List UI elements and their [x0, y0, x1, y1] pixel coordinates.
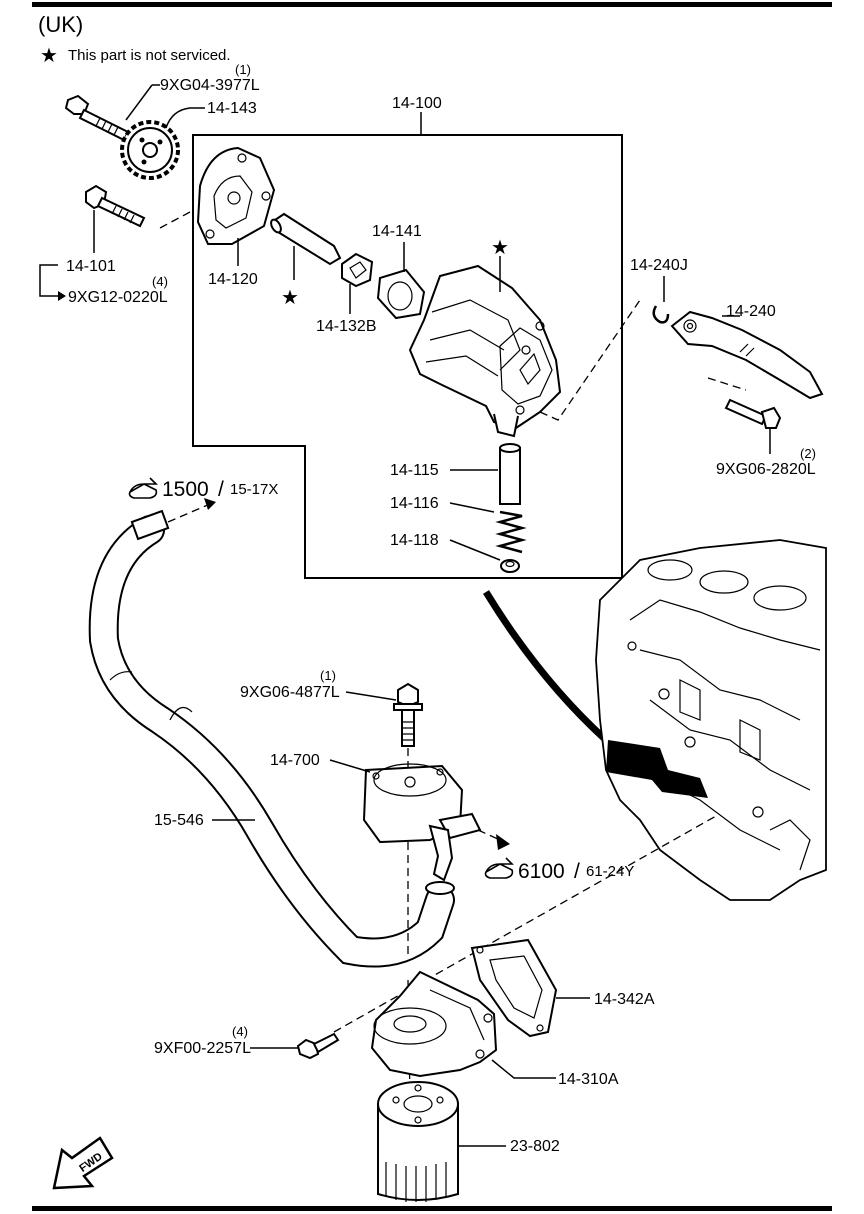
label-15-546: 15-546 — [154, 812, 204, 829]
oil-pump-body-icon — [408, 264, 562, 438]
reference-hand-icon — [128, 477, 158, 499]
oil-filter-body-14-310A-icon — [370, 970, 498, 1078]
top-border — [32, 2, 832, 7]
oil-cooler-14-700-icon — [362, 763, 482, 882]
ref-6100-separator: / — [574, 860, 580, 883]
ref-1500-sub: 15-17X — [230, 481, 278, 498]
label-14-342A: 14-342A — [594, 991, 655, 1008]
label-9XG06-4877L: 9XG06-4877L — [240, 684, 340, 701]
ref-6100-main: 6100 — [518, 860, 565, 883]
label-14-240J: 14-240J — [630, 257, 688, 274]
ref-1500-main: 1500 — [162, 478, 209, 501]
forward-arrow-icon: FWD — [52, 1136, 114, 1190]
label-14-141: 14-141 — [372, 223, 422, 240]
pump-not-serviced-star-icon: ★ — [491, 237, 509, 259]
reference-6100: 6100 / 61-24Y — [484, 857, 634, 883]
qty-9XF00-2257L: (4) — [232, 1024, 248, 1039]
leader-9XG06-4877L — [345, 691, 397, 701]
oil-filter-23-802-icon — [377, 1081, 459, 1202]
bolt-14-101-icon — [85, 184, 146, 228]
plug-14-118-icon — [500, 559, 520, 573]
qty-9XG06-2820L: (2) — [800, 446, 816, 461]
pump-location-highlight — [606, 740, 708, 798]
label-14-132B: 14-132B — [316, 318, 377, 335]
bolt-9XG06-4877L-icon — [393, 682, 423, 747]
qty-9XG12-0220L: (4) — [152, 274, 168, 289]
label-14-700: 14-700 — [270, 752, 320, 769]
outer-rotor-14-141-icon — [376, 268, 426, 320]
inner-rotor-14-132B-icon — [341, 252, 374, 288]
ref-1500-separator: / — [218, 478, 224, 501]
pump-shaft-icon — [270, 212, 342, 266]
leader-14-143 — [165, 107, 205, 129]
label-14-100: 14-100 — [392, 95, 442, 112]
leader-14-310A — [491, 1059, 556, 1079]
label-14-116: 14-116 — [390, 495, 439, 512]
ref-6100-sub: 61-24Y — [586, 863, 634, 880]
gasket-14-342A-icon — [470, 938, 558, 1038]
label-14-120: 14-120 — [208, 271, 258, 288]
bracket-14-101 — [39, 264, 58, 297]
chain-guide-14-240-icon — [670, 310, 824, 400]
sprocket-14-143-icon — [120, 120, 180, 180]
bolt-9XG06-2820L-icon — [724, 398, 782, 429]
label-9XG12-0220L: 9XG12-0220L — [68, 289, 168, 306]
reference-hand-icon — [484, 857, 514, 879]
qty-9XG04-3977L: (1) — [235, 62, 251, 77]
label-14-115: 14-115 — [390, 462, 439, 479]
pump-cover-14-120-icon — [196, 146, 276, 245]
label-23-802: 23-802 — [510, 1138, 560, 1155]
leader-14-118 — [449, 539, 501, 561]
not-serviced-star-icon: ★ — [40, 45, 58, 67]
shaft-not-serviced-star-icon: ★ — [281, 287, 299, 309]
leader-14-700 — [329, 759, 371, 773]
region-label: (UK) — [38, 12, 83, 37]
oil-pump-group-box — [192, 134, 623, 579]
label-9XG06-2820L: 9XG06-2820L — [716, 461, 816, 478]
engine-block-icon — [595, 539, 827, 901]
leader-14-116 — [449, 502, 495, 513]
spring-14-116-icon — [495, 510, 527, 554]
bottom-border — [32, 1206, 832, 1211]
label-9XF00-2257L: 9XF00-2257L — [154, 1040, 251, 1057]
label-14-101: 14-101 — [66, 258, 116, 275]
label-9XG04-3977L: 9XG04-3977L — [160, 77, 260, 94]
oil-pipe-15-546-icon — [88, 509, 455, 968]
label-14-310A: 14-310A — [558, 1071, 619, 1088]
label-14-240: 14-240 — [726, 303, 776, 320]
label-14-143: 14-143 — [207, 100, 257, 117]
bolt-9XF00-2257L-icon — [296, 1032, 340, 1060]
not-serviced-note: This part is not serviced. — [68, 47, 231, 64]
qty-9XG06-4877L: (1) — [320, 668, 336, 683]
leader-9XG04 — [125, 84, 153, 121]
label-14-118: 14-118 — [390, 532, 439, 549]
clip-14-240J-icon — [652, 305, 670, 324]
location-arrow — [483, 590, 609, 743]
plunger-14-115-icon — [499, 443, 521, 505]
bolt-9XG04-3977L-icon — [64, 94, 130, 142]
reference-1500: 1500 / 15-17X — [128, 477, 278, 501]
